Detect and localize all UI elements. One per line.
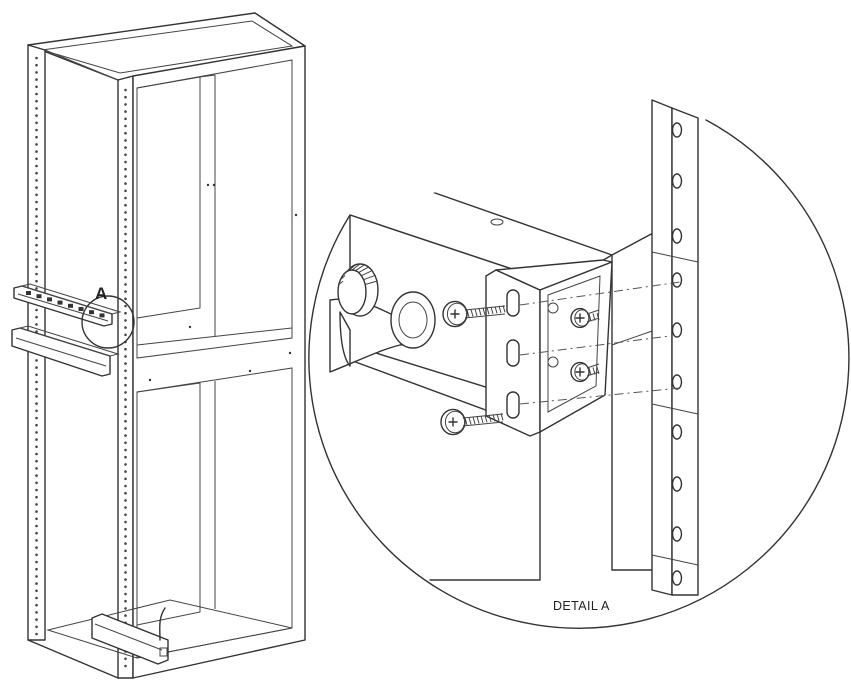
detail-a-view: [308, 99, 850, 629]
mounting-screw: [442, 300, 506, 328]
detail-a-callout-circle: [81, 295, 135, 349]
pdu-unit-upper: [13, 283, 122, 327]
mounting-bracket: [485, 259, 613, 437]
rack-cabinet: [27, 12, 306, 679]
rail-holes-right: [124, 88, 127, 668]
pdu-unit-lower: [11, 325, 120, 377]
callout-label: A: [95, 284, 108, 303]
mounting-screw: [440, 408, 504, 436]
detail-caption: DETAIL A: [553, 599, 610, 613]
floor-pdu: [91, 607, 169, 665]
bracket-screw: [547, 356, 600, 383]
bracket-screw: [547, 302, 600, 329]
rack-rail-strip: [651, 99, 699, 596]
